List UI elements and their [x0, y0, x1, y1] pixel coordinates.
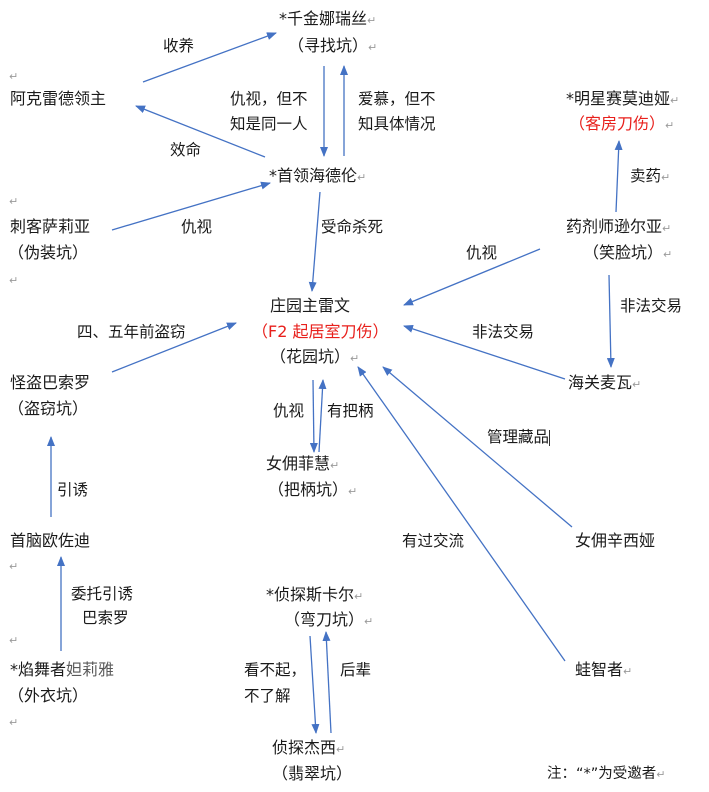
arrow-aclid-to-chiyana — [142, 32, 277, 83]
node-leiwen-role: （F2 起居室刀伤） — [252, 322, 389, 341]
label-maiyao: 卖药↵ — [630, 167, 671, 185]
label-shouyang: 收养 — [163, 37, 195, 55]
node-kaer-name: *侦探斯卡尔↵ — [266, 585, 364, 604]
arrow-xunerya-to-maiwa — [606, 274, 615, 368]
arrow-haidelun-to-leiwen — [308, 191, 321, 292]
node-leiwen-role2: （花园坑）↵ — [270, 347, 360, 366]
label-babing: 有把柄 — [327, 402, 374, 420]
label-houbei: 后辈 — [340, 661, 372, 679]
node-chiyana-role: （寻找坑）↵ — [288, 36, 378, 55]
node-kaer-role: （弯刀坑）↵ — [284, 610, 374, 629]
label-weituo-line2: 巴索罗 — [82, 609, 129, 627]
label-jiaoliu: 有过交流 — [402, 532, 465, 550]
node-jiexi-name: 侦探杰西↵ — [272, 738, 346, 757]
paragraph-mark: ↵ — [9, 70, 19, 83]
arrow-feihui-to-leiwen — [318, 379, 327, 453]
arrow-wazhi-to-leiwen — [357, 366, 566, 662]
label-aimu-line1: 爱慕，但不 — [358, 90, 436, 108]
node-saliya-name: 刺客萨莉亚 — [10, 217, 91, 236]
label-youdao: 引诱 — [57, 481, 89, 499]
node-xinxiya: 女佣辛西娅 — [575, 531, 656, 550]
node-feihui-role: （把柄坑）↵ — [268, 480, 358, 499]
node-basuo-role: （盗窃坑） — [8, 399, 89, 418]
arrow-xunerya-to-leiwen — [403, 248, 541, 306]
label-shouming: 受命杀死 — [321, 218, 384, 236]
label-chou4: 仇视 — [273, 402, 305, 420]
node-xunerya-role: （笑脸坑）↵ — [583, 243, 673, 262]
node-saliya-role: （伪装坑） — [8, 243, 89, 262]
arrow-leiwen-to-feihui — [309, 379, 318, 453]
arrow-kaer-to-jiexi — [309, 635, 320, 734]
arrow-jiexi-to-kaer — [322, 631, 332, 734]
arrow-haidelun-to-aclid — [135, 105, 266, 158]
node-leiwen-name: 庄园主雷文 — [270, 296, 351, 315]
label-chou3: 仇视 — [466, 244, 498, 262]
paragraph-mark: ↵ — [9, 560, 19, 573]
label-feifa2: 非法交易 — [472, 323, 535, 341]
arrow-saliya-to-haidelun — [111, 181, 271, 231]
node-yanwu-name: *焰舞者妲莉雅 — [10, 660, 115, 679]
label-guanli: 管理藏品 — [487, 428, 551, 446]
node-wazhi: 蛙智者↵ — [575, 660, 633, 679]
arrow-basuo-to-leiwen — [111, 322, 237, 373]
paragraph-mark: ↵ — [9, 634, 19, 647]
label-feifa1: 非法交易 — [620, 297, 683, 315]
label-aimu-line2: 知具体情况 — [358, 115, 436, 133]
node-xunerya-name: 药剂师逊尔亚↵ — [566, 217, 672, 236]
node-aclid: 阿克雷德领主 — [10, 89, 107, 108]
label-kanbuqi-line2: 不了解 — [244, 687, 291, 705]
label-weituo-line1: 委托引诱 — [71, 585, 134, 603]
node-jiexi-role: （翡翠坑） — [272, 764, 353, 783]
node-yanwu-role: （外衣坑） — [8, 686, 89, 705]
label-xiaoming: 效命 — [170, 141, 202, 159]
label-chou1-line1: 仇视，但不 — [230, 90, 308, 108]
arrow-xunerya-to-mingxing — [614, 140, 623, 213]
label-chou1-line2: 知是同一人 — [230, 115, 308, 133]
label-chou2: 仇视 — [181, 218, 213, 236]
arrow-maiwa-to-leiwen — [403, 325, 566, 380]
label-kanbuqi-line1: 看不起， — [244, 661, 307, 679]
node-mingxing-role: （客房刀伤）↵ — [569, 114, 675, 133]
node-maiwa: 海关麦瓦↵ — [568, 373, 642, 392]
paragraph-mark: ↵ — [9, 274, 19, 287]
node-chiyana-name: *千金娜瑞丝↵ — [279, 9, 377, 28]
node-basuo-name: 怪盗巴索罗 — [10, 373, 91, 392]
node-mingxing-name: *明星赛莫迪娅↵ — [566, 89, 680, 108]
paragraph-mark: ↵ — [9, 716, 19, 729]
label-daoqie: 四、五年前盗窃 — [77, 323, 186, 341]
node-feihui-name: 女佣菲慧↵ — [266, 454, 340, 473]
node-ouzuodi: 首脑欧佐迪 — [10, 531, 91, 550]
arrow-xinxiya-to-leiwen — [382, 366, 573, 528]
node-haidelun-name: *首领海德伦↵ — [269, 166, 367, 185]
legend-note: 注：“*”为受邀者↵ — [547, 766, 666, 782]
paragraph-mark: ↵ — [9, 195, 19, 208]
